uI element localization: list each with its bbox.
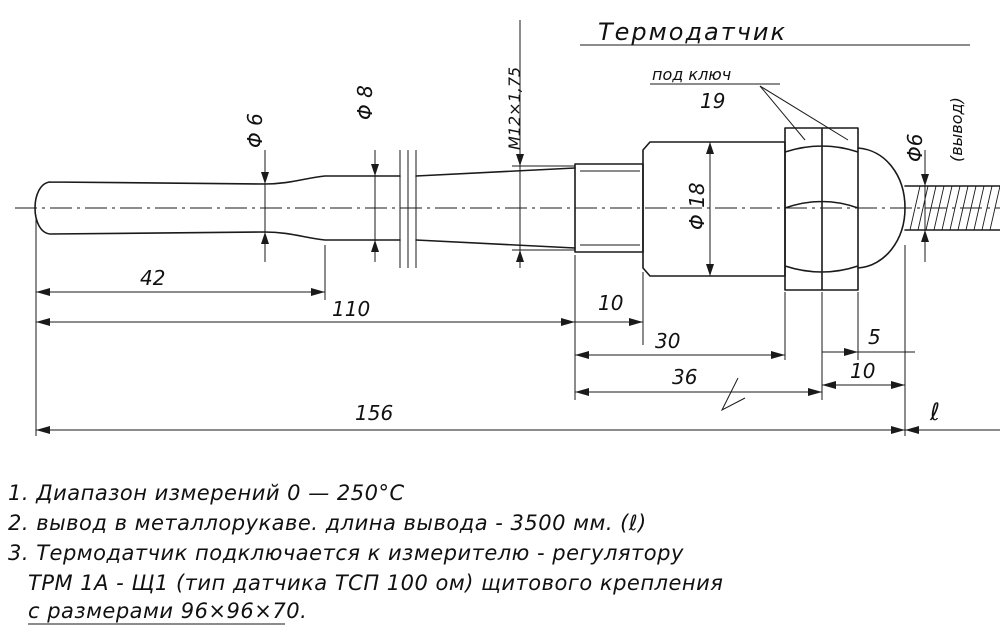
arrow bbox=[844, 348, 858, 356]
note-line-5: с размерами 96×96×70. bbox=[28, 599, 307, 623]
label-42: 42 bbox=[140, 266, 165, 290]
arrow bbox=[921, 230, 929, 242]
arrow bbox=[706, 264, 714, 276]
sleeve-outline bbox=[415, 167, 576, 249]
cable-hatch bbox=[904, 185, 1000, 231]
label-156: 156 bbox=[355, 401, 393, 425]
arrow bbox=[905, 426, 919, 434]
arrow bbox=[575, 388, 589, 396]
arrow bbox=[629, 318, 643, 326]
arrow bbox=[706, 142, 714, 154]
wrench-size: 19 bbox=[700, 89, 725, 113]
label-10b: 10 bbox=[850, 359, 875, 383]
arrow bbox=[822, 381, 836, 389]
label-d6: Φ 6 bbox=[243, 113, 267, 148]
label-thread: M12×1,75 bbox=[505, 67, 524, 150]
pencil-mark bbox=[720, 377, 746, 412]
body-outline bbox=[642, 141, 786, 277]
arrow bbox=[371, 240, 379, 252]
label-110: 110 bbox=[332, 297, 370, 321]
arrow bbox=[311, 288, 325, 296]
arrow bbox=[261, 232, 269, 244]
arrow bbox=[561, 318, 575, 326]
label-10a: 10 bbox=[598, 291, 623, 315]
arrow bbox=[36, 318, 50, 326]
arrow bbox=[516, 250, 524, 262]
arrow bbox=[808, 388, 822, 396]
drawing-title: Термодатчик bbox=[598, 18, 787, 46]
arrow bbox=[261, 172, 269, 184]
label-d18: Φ 18 bbox=[685, 182, 709, 230]
label-5: 5 bbox=[868, 325, 881, 349]
wrench-leader bbox=[759, 85, 849, 141]
break-mark bbox=[399, 150, 417, 268]
note-line-1: 1. Диапазон измерений 0 — 250°C bbox=[8, 481, 405, 505]
arrow bbox=[575, 351, 589, 359]
arrow bbox=[891, 381, 905, 389]
arrow bbox=[371, 164, 379, 176]
note-line-3: 3. Термодатчик подключается к измерителю… bbox=[8, 541, 684, 565]
hex-nut-outline bbox=[784, 127, 859, 291]
wrench-label: под ключ bbox=[652, 65, 731, 84]
arrow bbox=[516, 154, 524, 166]
label-d6-out: Φ6 bbox=[903, 134, 927, 162]
label-l: ℓ bbox=[929, 398, 942, 426]
arrow bbox=[921, 174, 929, 186]
arrow bbox=[36, 426, 50, 434]
note-line-4: ТРМ 1А - Щ1 (тип датчика ТСП 100 ом) щит… bbox=[28, 571, 723, 595]
label-30: 30 bbox=[655, 329, 680, 353]
wrench-leader bbox=[759, 85, 806, 141]
dome-cap bbox=[857, 147, 906, 269]
label-d8: Φ 8 bbox=[353, 85, 377, 120]
arrow bbox=[891, 426, 905, 434]
arrow bbox=[771, 351, 785, 359]
note-line-2: 2. вывод в металлорукаве. длина вывода -… bbox=[8, 511, 647, 535]
label-36: 36 bbox=[672, 365, 697, 389]
arrow bbox=[36, 288, 50, 296]
label-out: (вывод) bbox=[947, 97, 966, 162]
